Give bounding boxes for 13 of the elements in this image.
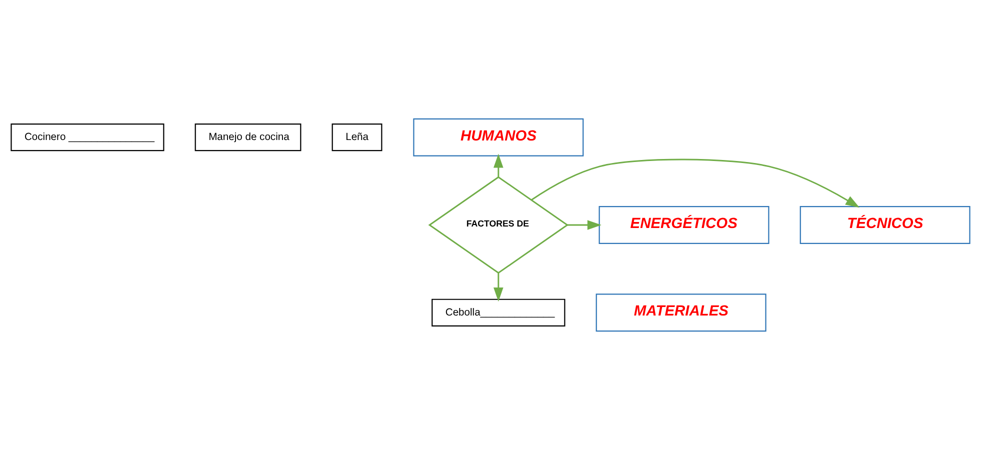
node-box: TÉCNICOS (800, 206, 970, 244)
arrow (494, 273, 504, 302)
arrow (530, 158, 860, 208)
node-box: MATERIALES (596, 294, 766, 332)
node-box: HUMANOS (413, 118, 584, 156)
node-diamond: FACTORES DE (428, 176, 569, 274)
node-box: Cebolla_____________ (432, 298, 566, 326)
node-box: ENERGÉTICOS (598, 206, 770, 244)
arrow (494, 154, 504, 177)
arrow (567, 220, 602, 230)
node-box: Manejo de cocina (194, 124, 302, 152)
node-box: Cocinero _______________ (10, 124, 164, 152)
node-box: Leña (332, 124, 382, 152)
